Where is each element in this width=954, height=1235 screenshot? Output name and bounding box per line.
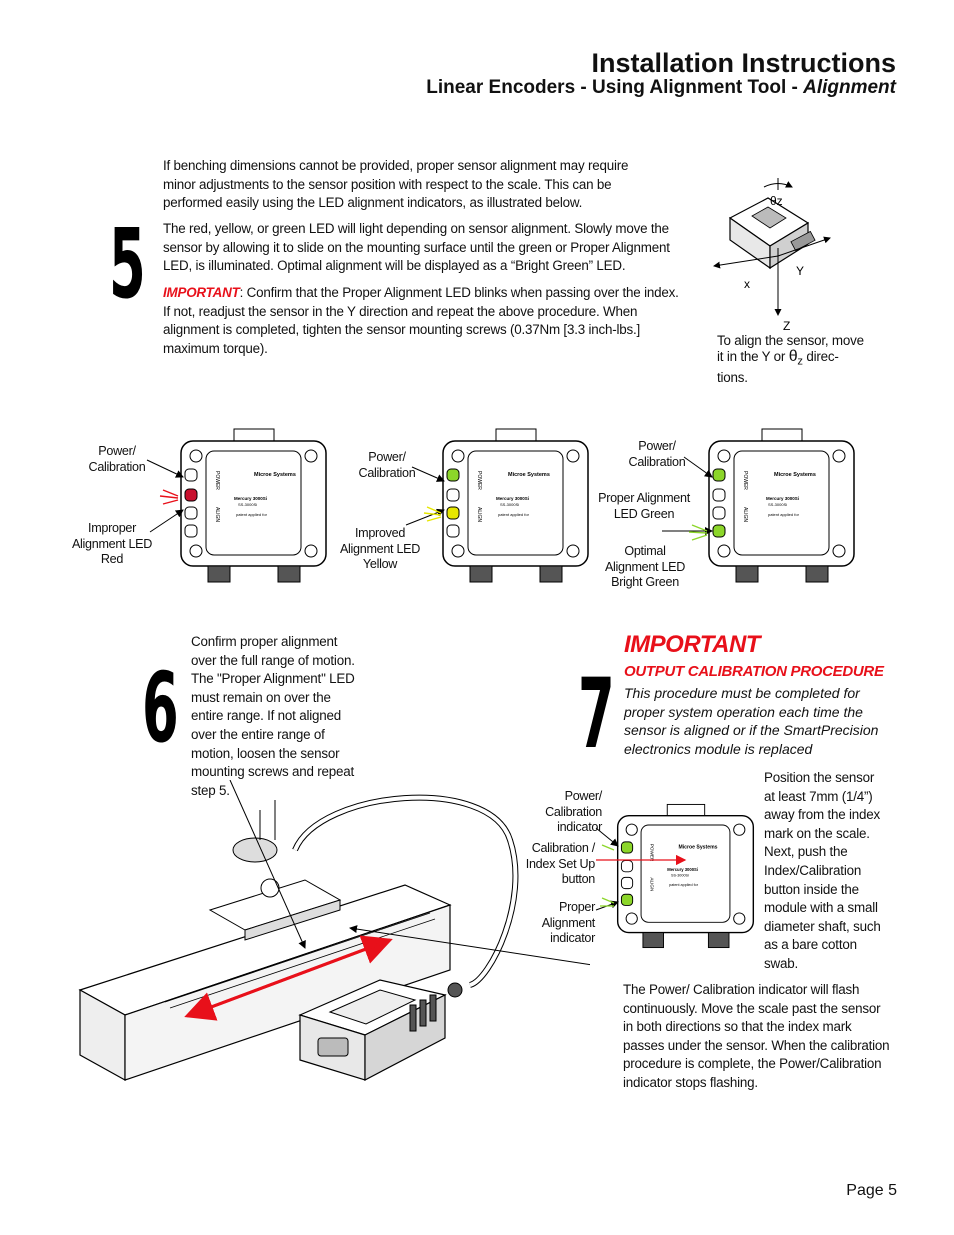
step-5-number: 5	[109, 208, 146, 320]
step-7-position-text: Position the sensor at least 7mm (1/4”) …	[764, 770, 881, 971]
module-c-patent: patent applied for	[768, 512, 800, 517]
module-diagram-yellow: POWER ALIGN Microe Systems Mercury 3000S…	[442, 428, 589, 583]
caption-theta-sub: z	[797, 355, 803, 368]
module-c-align-text: ALIGN	[742, 507, 748, 522]
label-c-proper: Proper Alignment LED Green	[598, 491, 690, 521]
step-5-para-1: If benching dimensions cannot be provide…	[163, 158, 629, 211]
step-7-important-heading: IMPORTANT	[624, 631, 760, 658]
label-b-power: Power/ Calibration	[358, 450, 416, 480]
axis-z-label: Z	[783, 319, 790, 333]
module-b-model: Mercury 3000Si	[496, 496, 529, 501]
module-diagram-green: POWER ALIGN Microe Systems Mercury 3000S…	[708, 428, 855, 583]
module-c-brand: Microe Systems	[774, 472, 816, 478]
module-a-brand: Microe Systems	[254, 472, 296, 478]
step-6-text: Confirm proper alignment over the full r…	[191, 634, 355, 798]
label-a-power: Power/ Calibration	[88, 444, 146, 474]
module-c-power-text: POWER	[742, 471, 748, 490]
axis-x-label: x	[744, 277, 750, 291]
module-a-patent: patent applied for	[236, 512, 268, 517]
subtitle-italic: Alignment	[803, 77, 896, 98]
label-d-power: Power/ Calibration indicator	[545, 789, 602, 834]
led-red-lit	[184, 488, 198, 502]
step-5-important: IMPORTANT: Confirm that the Proper Align…	[163, 284, 683, 358]
axis-theta-label: θz	[770, 194, 783, 208]
caption-theta: θ	[788, 348, 798, 365]
sensor-axis-diagram: θz x Y Z	[713, 178, 831, 333]
step-7-number: 7	[578, 658, 615, 770]
caption-line-2: it in the Y or	[717, 349, 786, 364]
label-c-optimal: Optimal Alignment LED Bright Green	[604, 544, 686, 589]
sensor-caption: To align the sensor, move it in the Y or…	[717, 333, 877, 386]
module-a-model: Mercury 3000Si	[234, 496, 267, 501]
module-b-patent: patent applied for	[498, 512, 530, 517]
label-d-proper: Proper Alignment indicator	[541, 900, 596, 945]
label-b-improved: Improved Alignment LED Yellow	[339, 526, 421, 571]
page-title: Installation Instructions	[591, 48, 896, 78]
module-a-align-text: ALIGN	[214, 507, 220, 522]
step-7-italic-text: This procedure must be completed for pro…	[624, 685, 879, 758]
module-d-brand: Microe Systems	[678, 844, 717, 850]
caption-line-2b: direc-	[802, 349, 839, 364]
label-d-button: Calibration / Index Set Up button	[525, 841, 596, 886]
led-green-lit	[712, 524, 726, 538]
subtitle-prefix: Linear Encoders - Using Alignment Tool -	[426, 77, 804, 98]
encoder-assembly-illustration	[78, 780, 590, 1082]
module-b-power-text: POWER	[476, 471, 482, 490]
module-label-arrows	[146, 456, 713, 541]
caption-line-3: tions.	[717, 369, 748, 385]
page-number: Page 5	[846, 1182, 897, 1199]
led-yellow-lit	[446, 506, 460, 520]
label-a-improper: Improper Alignment LED Red	[71, 521, 153, 566]
module-d-align-text: ALIGN	[649, 877, 654, 891]
module-d-model-sub: SS-3000Si	[671, 873, 689, 877]
calibration-label-arrows	[595, 827, 687, 911]
module-c-model: Mercury 3000Si	[766, 496, 799, 501]
axis-y-label: Y	[796, 264, 804, 278]
step-6-number: 6	[142, 652, 179, 764]
important-text: : Confirm that the Proper Alignment LED …	[163, 285, 679, 356]
label-c-power: Power/ Calibration	[628, 439, 686, 469]
module-d-patent: patent applied for	[669, 883, 699, 887]
step-7-bottom-text: The Power/ Calibration indicator will fl…	[623, 982, 890, 1090]
module-d-model: Mercury 3000Si	[667, 867, 698, 872]
module-diagram-calibration: POWER ALIGN Microe Systems Mercury 3000S…	[616, 803, 755, 949]
page-subtitle: Linear Encoders - Using Alignment Tool -…	[426, 77, 896, 99]
step-7-subtitle: OUTPUT CALIBRATION PROCEDURE	[624, 663, 884, 680]
module-a-model-sub: SS-3000Si	[238, 502, 257, 507]
module-d-power-text: POWER	[649, 844, 654, 862]
caption-line-1: To align the sensor, move	[717, 333, 864, 348]
module-c-model-sub: SS-3000Si	[768, 502, 787, 507]
important-label: IMPORTANT	[163, 285, 240, 300]
module-a-power-text: POWER	[214, 471, 220, 490]
module-b-model-sub: SS-3000Si	[500, 502, 519, 507]
module-b-brand: Microe Systems	[508, 472, 550, 478]
step-5-para-2: The red, yellow, or green LED will light…	[163, 221, 670, 274]
module-diagram-red: POWER ALIGN Microe Systems Mercury 3000S…	[180, 428, 327, 583]
module-b-align-text: ALIGN	[476, 507, 482, 522]
